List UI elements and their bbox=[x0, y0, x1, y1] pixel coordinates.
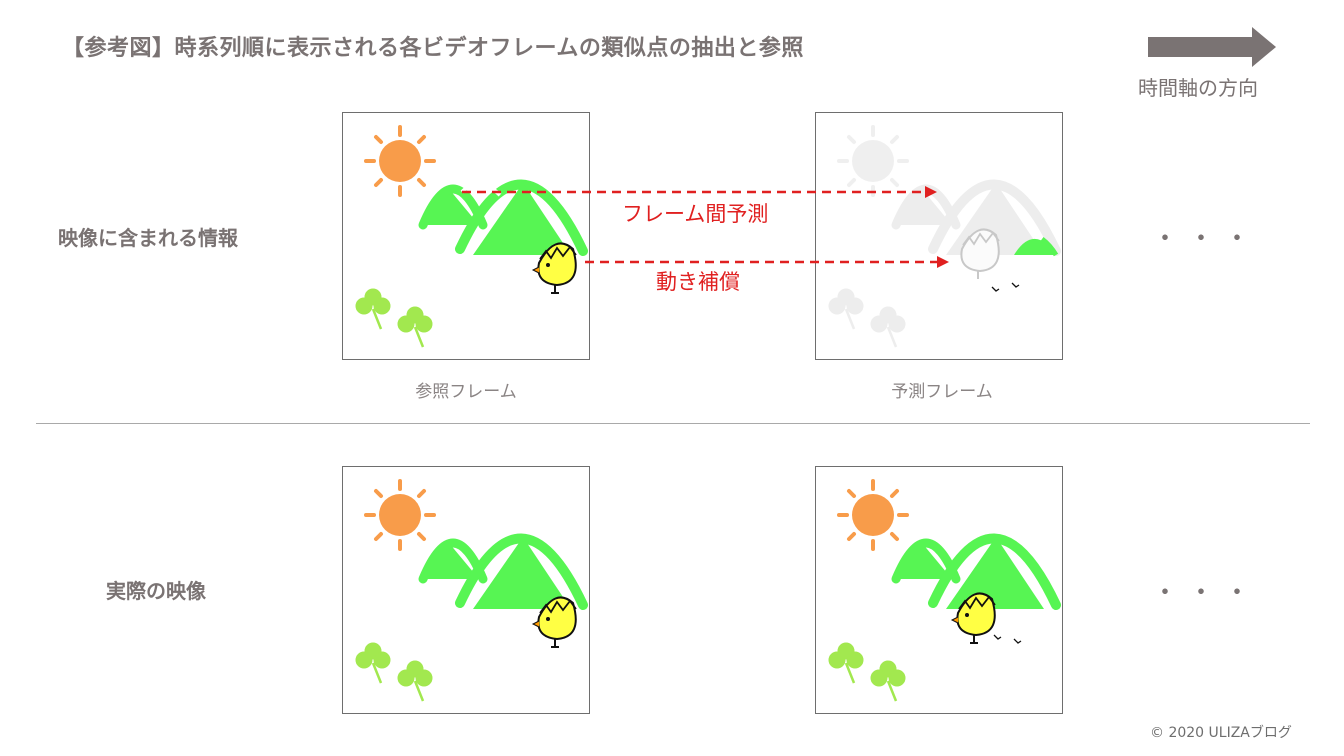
diagram-title: 【参考図】時系列順に表示される各ビデオフレームの類似点の抽出と参照 bbox=[62, 36, 804, 61]
clover-icon bbox=[356, 289, 432, 347]
section-divider bbox=[36, 423, 1310, 424]
clover-icon bbox=[829, 643, 905, 701]
clover-icon bbox=[829, 289, 905, 347]
reference-frame-caption: 参照フレーム bbox=[415, 382, 517, 402]
predicted-frame bbox=[815, 112, 1063, 360]
sun-icon bbox=[364, 125, 436, 197]
predicted-frame-caption: 予測フレーム bbox=[891, 382, 993, 402]
right-arrow-icon bbox=[1148, 27, 1276, 67]
scratch-marks bbox=[993, 634, 1022, 644]
row-label-actual: 実際の映像 bbox=[106, 579, 206, 603]
copyright-footer: © 2020 ULIZAブログ bbox=[1150, 725, 1292, 741]
chick-icon bbox=[960, 228, 1000, 279]
reference-frame bbox=[342, 112, 590, 360]
scratch-marks bbox=[991, 282, 1020, 292]
clover-icon bbox=[356, 643, 432, 701]
actual-frame-2 bbox=[815, 466, 1063, 714]
sun-icon bbox=[837, 125, 909, 197]
ellipsis-top: ・・・ bbox=[1152, 224, 1261, 254]
inter-frame-prediction-label: フレーム間予測 bbox=[622, 202, 769, 226]
sun-icon bbox=[364, 479, 436, 551]
sun-icon bbox=[837, 479, 909, 551]
motion-compensation-label: 動き補償 bbox=[656, 270, 740, 294]
actual-frame-1 bbox=[342, 466, 590, 714]
time-axis-label: 時間軸の方向 bbox=[1138, 76, 1258, 100]
ellipsis-bottom: ・・・ bbox=[1152, 578, 1261, 608]
row-label-info: 映像に含まれる情報 bbox=[58, 226, 238, 250]
